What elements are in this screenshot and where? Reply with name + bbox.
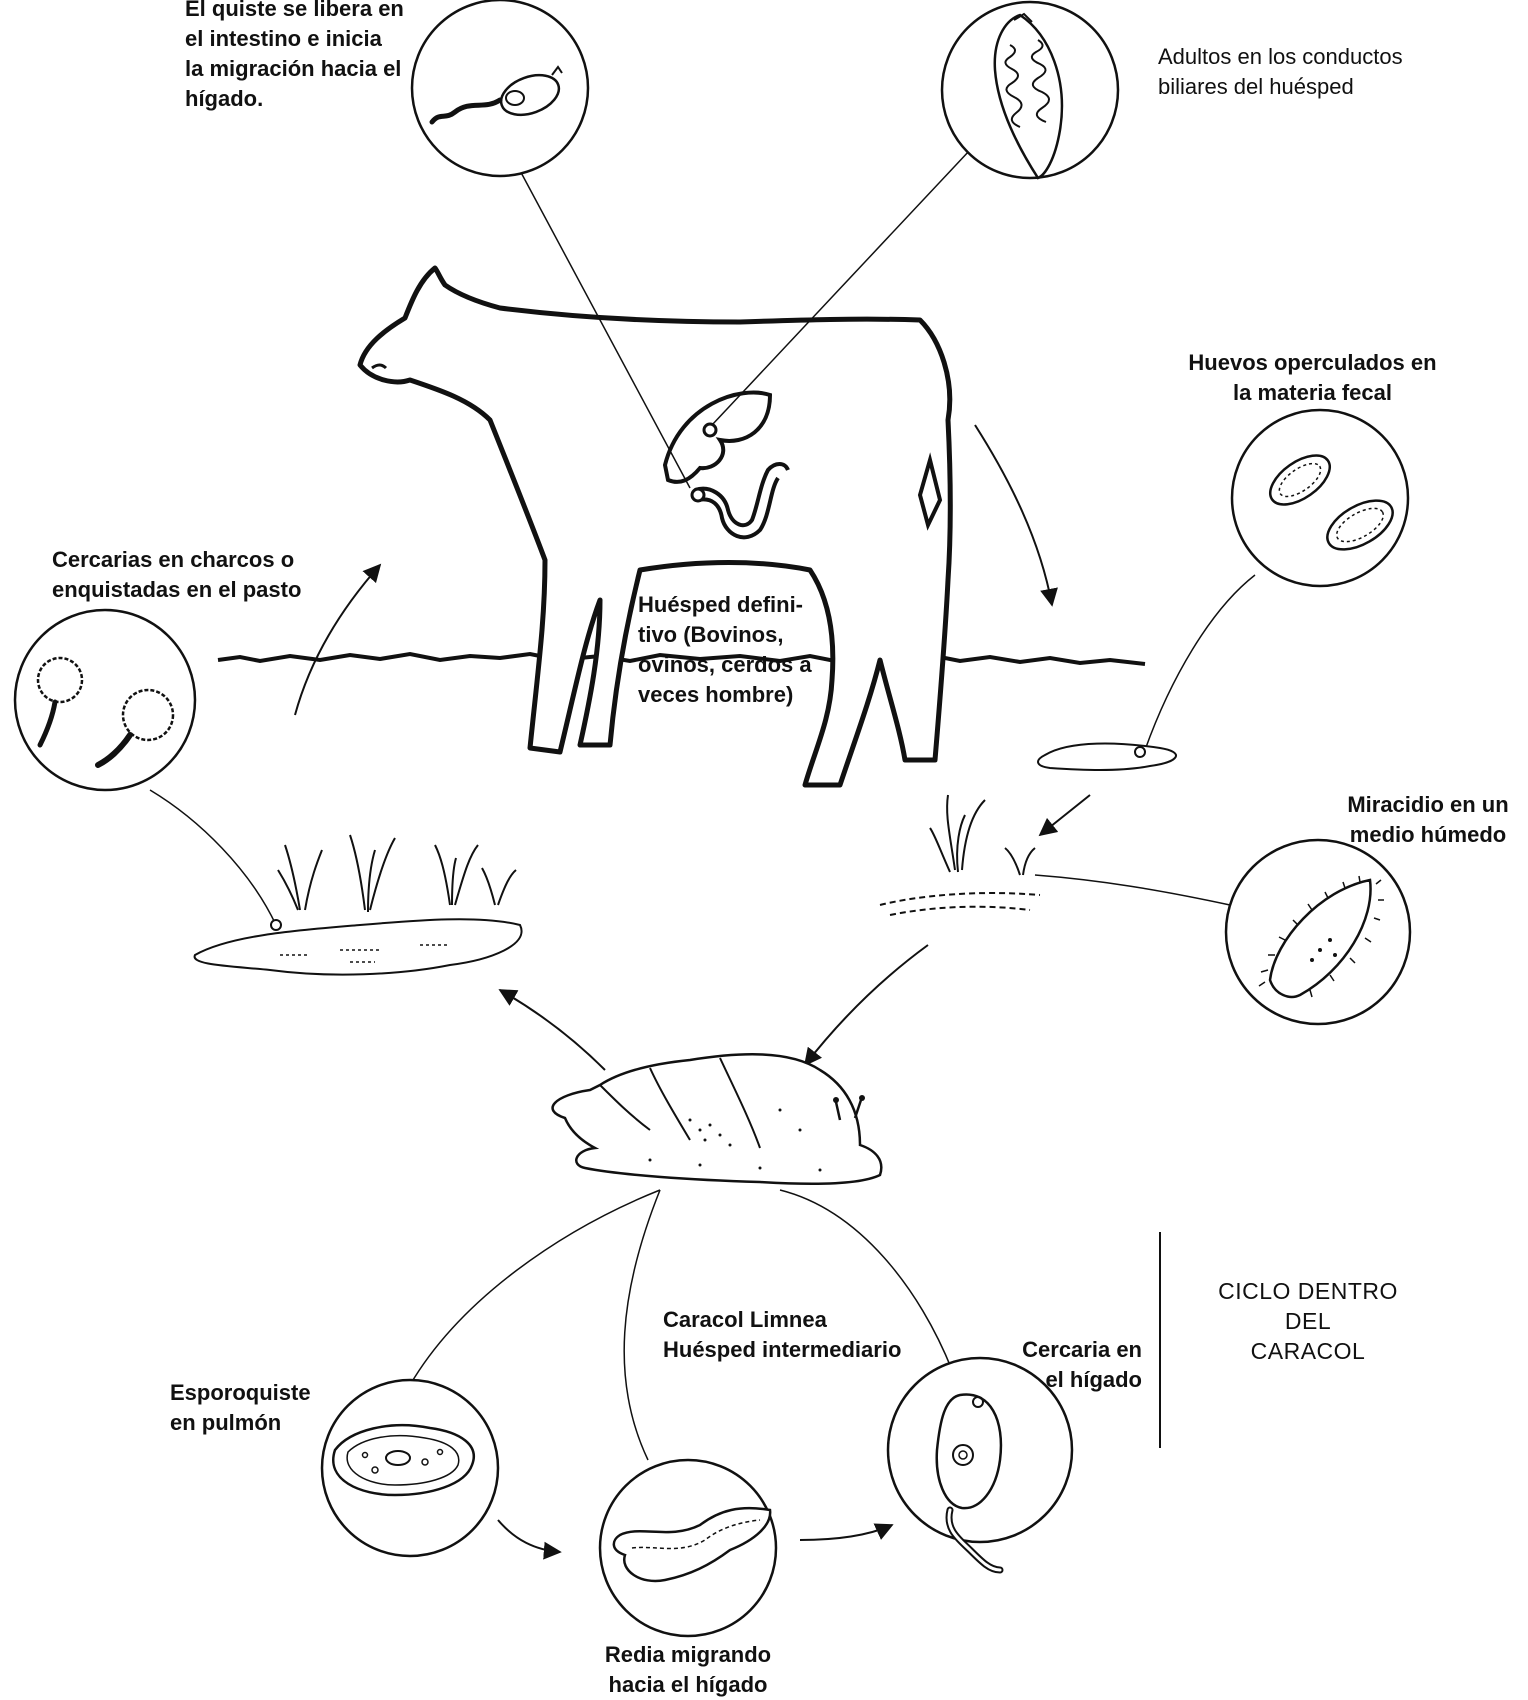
- arrow-to-redia: [498, 1520, 560, 1552]
- label-adults-line-2: biliares del huésped: [1158, 72, 1403, 102]
- label-definitive-host: Huésped defini- tivo (Bovinos, ovinos, c…: [638, 590, 812, 710]
- label-sporocyst-line-1: Esporoquiste: [170, 1378, 311, 1408]
- arrow-to-pasture: [500, 990, 605, 1070]
- arrow-to-cow: [295, 565, 380, 715]
- label-cyst-release-line-2: el intestino e inicia: [185, 24, 404, 54]
- circle-cyst-release: [412, 0, 588, 176]
- circle-cercariae-pasture: [15, 610, 195, 790]
- snail-cycle-title-line-3: CARACOL: [1198, 1336, 1418, 1366]
- label-definitive-host-line-3: ovinos, cerdos a: [638, 650, 812, 680]
- cercaria-drawing: [937, 1394, 1001, 1570]
- label-sporocyst: Esporoquiste en pulmón: [170, 1378, 311, 1438]
- snail-cycle-title-line-2: DEL: [1198, 1306, 1418, 1336]
- circle-adults: [942, 2, 1118, 178]
- label-definitive-host-line-1: Huésped defini-: [638, 590, 812, 620]
- label-snail-host-line-2: Huésped intermediario: [663, 1335, 901, 1365]
- arrow-to-snail: [805, 945, 928, 1065]
- leader-sporocyst: [410, 1190, 660, 1385]
- label-eggs-line-1: Huevos operculados en: [1180, 348, 1445, 378]
- label-cercaria-liver-line-2: el hígado: [1020, 1365, 1142, 1395]
- label-definitive-host-line-2: tivo (Bovinos,: [638, 620, 812, 650]
- label-redia-line-1: Redia migrando: [563, 1640, 813, 1670]
- leader-redia: [624, 1190, 660, 1460]
- grass-tuft-right: [880, 795, 1040, 915]
- leader-miracidium: [1035, 875, 1230, 905]
- label-cercaria-liver: Cercaria en el hígado: [1020, 1335, 1142, 1395]
- snail-cycle-title: CICLO DENTRO DEL CARACOL: [1198, 1276, 1418, 1366]
- snail-drawing: [553, 1054, 882, 1183]
- label-cyst-release-line-1: El quiste se libera en: [185, 0, 404, 24]
- liver-marker: [704, 424, 716, 436]
- circle-eggs: [1232, 410, 1408, 586]
- label-miracidium-line-1: Miracidio en un: [1338, 790, 1518, 820]
- snail-cycle-title-line-1: CICLO DENTRO: [1198, 1276, 1418, 1306]
- label-cercaria-liver-line-1: Cercaria en: [1020, 1335, 1142, 1365]
- label-snail-host-line-1: Caracol Limnea: [663, 1305, 901, 1335]
- label-cyst-release: El quiste se libera en el intestino e in…: [185, 0, 404, 114]
- sporocyst-drawing: [333, 1425, 474, 1495]
- label-cercariae-pasture-line-1: Cercarias en charcos o: [52, 545, 301, 575]
- circle-sporocyst: [322, 1380, 498, 1556]
- label-adults: Adultos en los conductos biliares del hu…: [1158, 42, 1403, 102]
- label-adults-line-1: Adultos en los conductos: [1158, 42, 1403, 72]
- circle-miracidium: [1226, 840, 1410, 1024]
- label-eggs-line-2: la materia fecal: [1180, 378, 1445, 408]
- label-miracidium: Miracidio en un medio húmedo: [1338, 790, 1518, 850]
- label-definitive-host-line-4: veces hombre): [638, 680, 812, 710]
- intestine-marker: [692, 489, 704, 501]
- leader-pasture: [150, 790, 276, 925]
- feces-pile: [1038, 744, 1176, 770]
- label-eggs: Huevos operculados en la materia fecal: [1180, 348, 1445, 408]
- arrow-to-feces: [975, 425, 1052, 605]
- label-cercariae-pasture-line-2: enquistadas en el pasto: [52, 575, 301, 605]
- label-cercariae-pasture: Cercarias en charcos o enquistadas en el…: [52, 545, 301, 605]
- leader-eggs: [1145, 575, 1255, 750]
- arrow-to-miracidium: [1040, 795, 1090, 835]
- pasture-puddle: [195, 835, 522, 975]
- label-cyst-release-line-3: la migración hacia el: [185, 54, 404, 84]
- circle-redia: [600, 1460, 776, 1636]
- label-sporocyst-line-2: en pulmón: [170, 1408, 311, 1438]
- label-snail-host: Caracol Limnea Huésped intermediario: [663, 1305, 901, 1365]
- arrow-to-cercaria: [800, 1525, 892, 1540]
- label-cyst-release-line-4: hígado.: [185, 84, 404, 114]
- label-redia-line-2: hacia el hígado: [563, 1670, 813, 1700]
- label-miracidium-line-2: medio húmedo: [1338, 820, 1518, 850]
- label-redia: Redia migrando hacia el hígado: [563, 1640, 813, 1700]
